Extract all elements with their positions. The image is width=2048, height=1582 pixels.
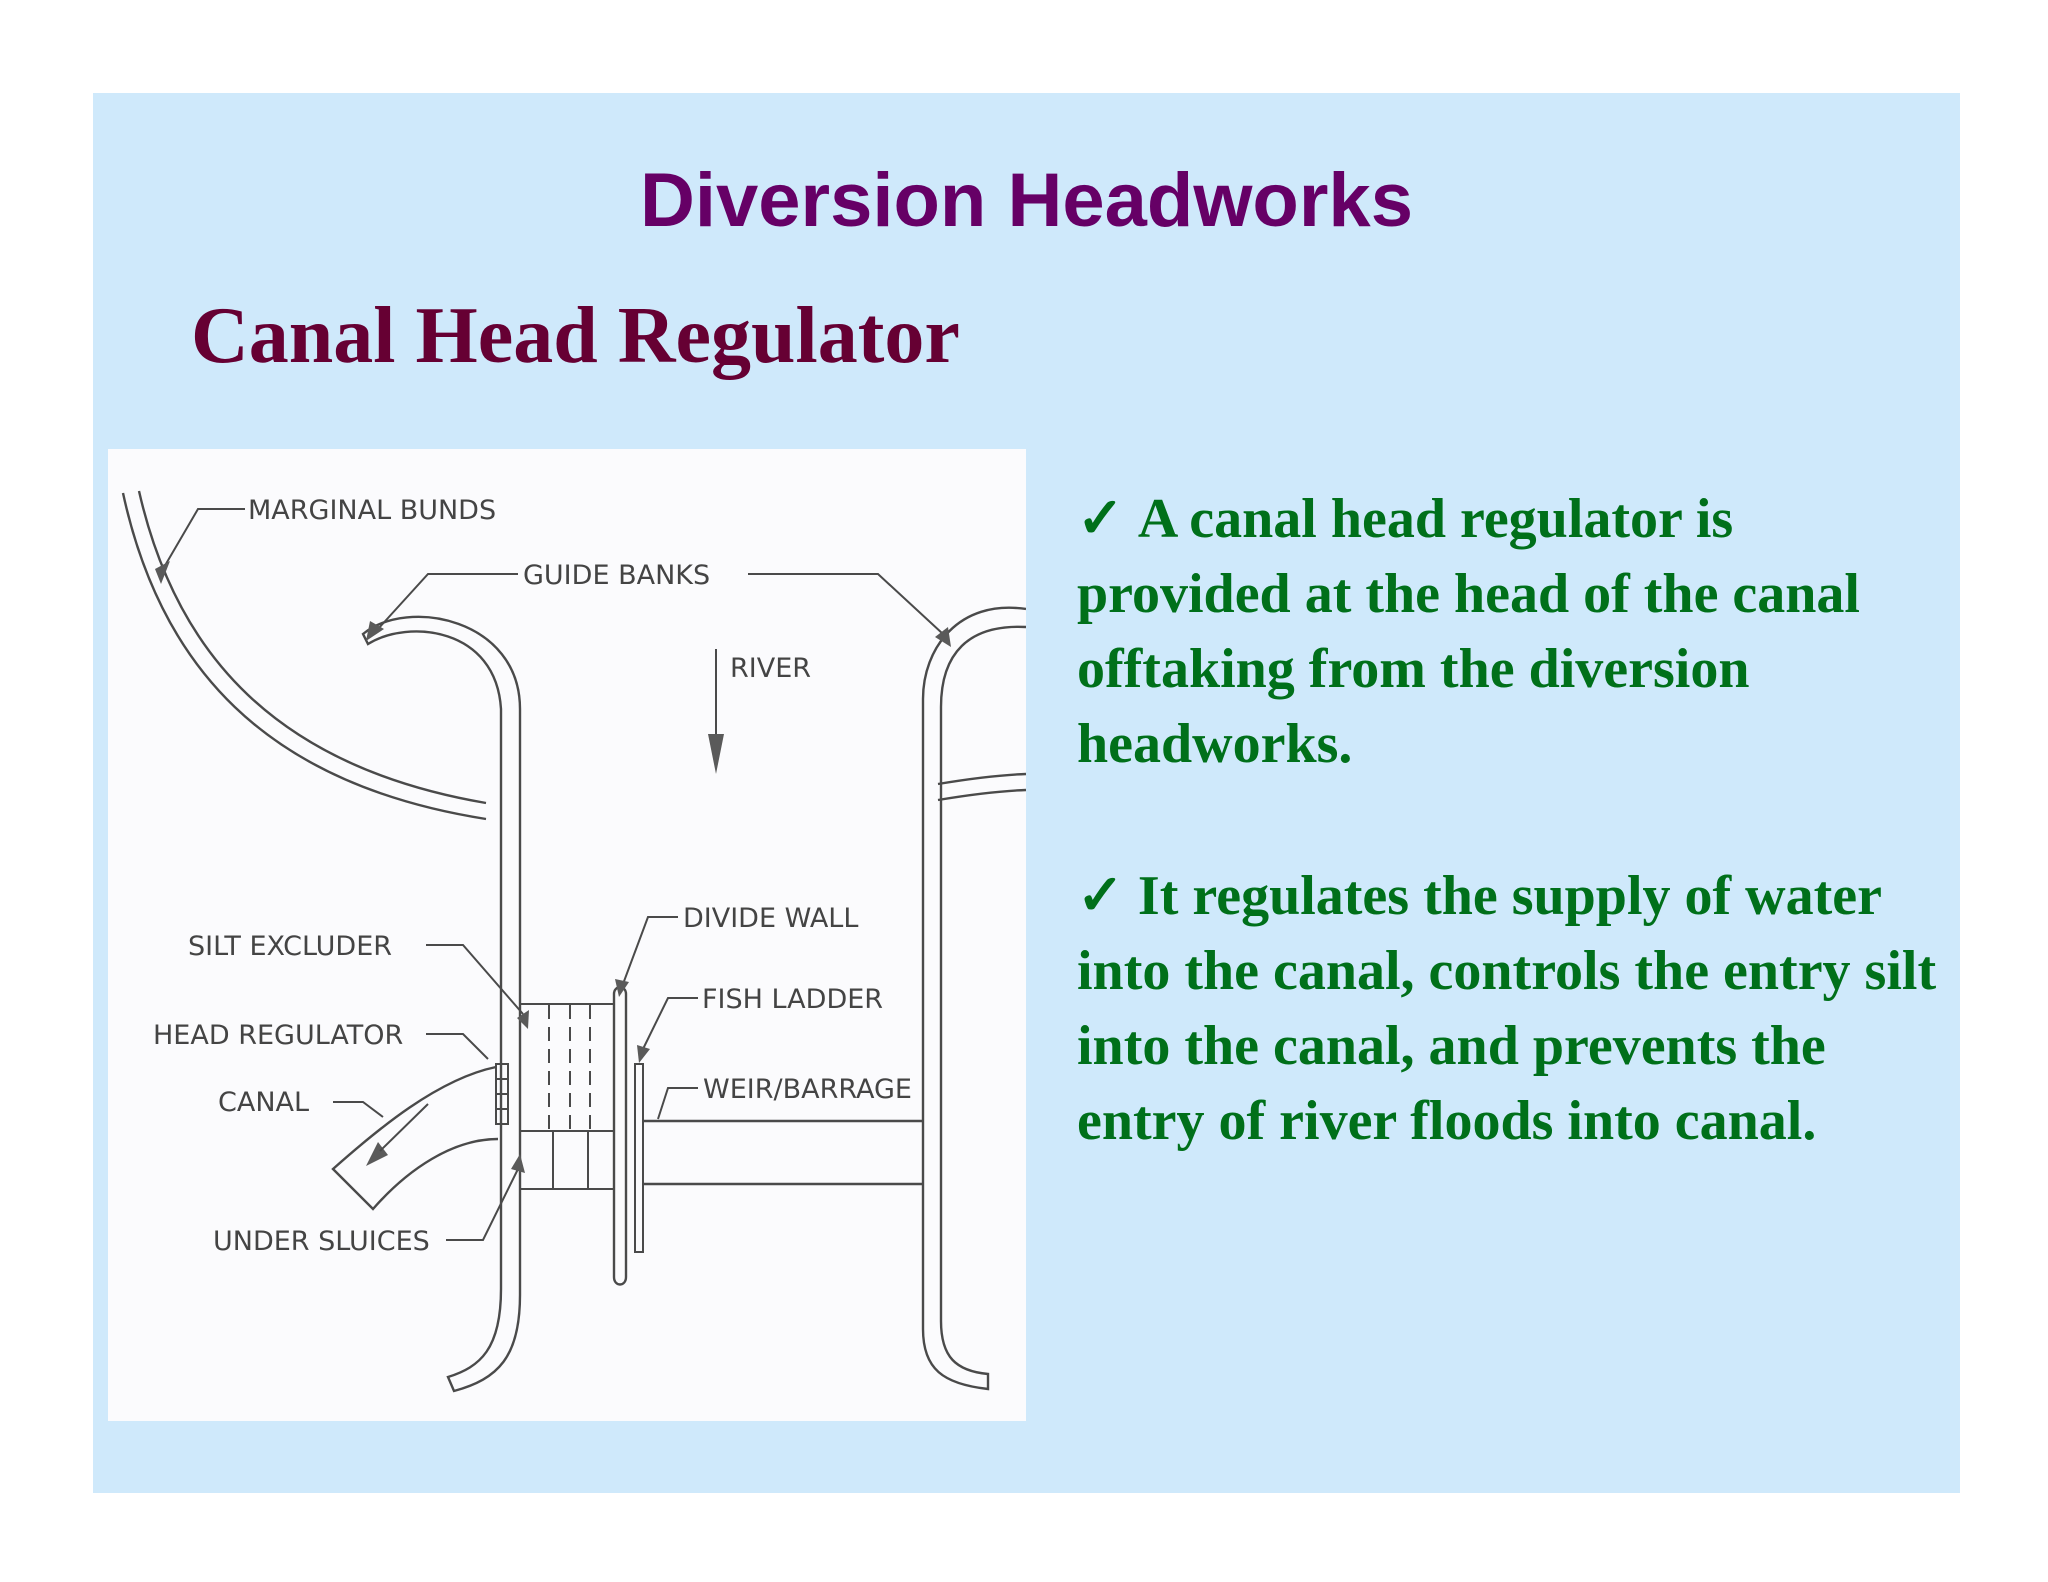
- label-weir-barrage: WEIR/BARRAGE: [703, 1074, 912, 1105]
- divide-wall: [612, 986, 628, 1286]
- fish-ladder: [634, 1063, 644, 1253]
- marginal-bund-left: [121, 492, 487, 821]
- label-divide-wall: DIVIDE WALL: [683, 903, 858, 934]
- river-arrow-head: [708, 734, 724, 774]
- label-under-sluices: UNDER SLUICES: [213, 1226, 430, 1257]
- canal: [331, 1065, 499, 1211]
- marginal-bund-right: [937, 772, 1026, 786]
- label-guide-banks: GUIDE BANKS: [523, 560, 710, 591]
- label-river: RIVER: [730, 653, 811, 684]
- bullet-item: ✓A canal head regulator is provided at t…: [1077, 482, 1937, 782]
- checkmark-icon: ✓: [1077, 865, 1124, 927]
- bullet-text: It regulates the supply of water into th…: [1077, 865, 1937, 1152]
- bullet-list: ✓A canal head regulator is provided at t…: [1077, 482, 1937, 1236]
- checkmark-icon: ✓: [1077, 488, 1124, 550]
- marginal-bund-left-inner: [137, 490, 487, 805]
- label-fish-ladder: FISH LADDER: [702, 984, 883, 1015]
- label-marginal-bunds: MARGINAL BUNDS: [248, 495, 496, 526]
- slide-title: Diversion Headworks: [640, 158, 1413, 243]
- diagram-svg: MARGINAL BUNDS GUIDE BANKS RIVER DIVIDE …: [121, 490, 1026, 1393]
- bullet-text: A canal head regulator is provided at th…: [1077, 488, 1860, 775]
- label-canal: CANAL: [218, 1087, 309, 1118]
- guide-bank-right: [921, 606, 1026, 1391]
- marginal-bund-right-inner: [937, 788, 1026, 802]
- canal-head-regulator-diagram: MARGINAL BUNDS GUIDE BANKS RIVER DIVIDE …: [108, 449, 1026, 1421]
- label-silt-excluder: SILT EXCLUDER: [188, 931, 392, 962]
- label-head-regulator: HEAD REGULATOR: [153, 1020, 403, 1051]
- bullet-item: ✓It regulates the supply of water into t…: [1077, 859, 1937, 1159]
- guide-bank-left: [361, 615, 522, 1393]
- slide-subtitle: Canal Head Regulator: [191, 292, 960, 380]
